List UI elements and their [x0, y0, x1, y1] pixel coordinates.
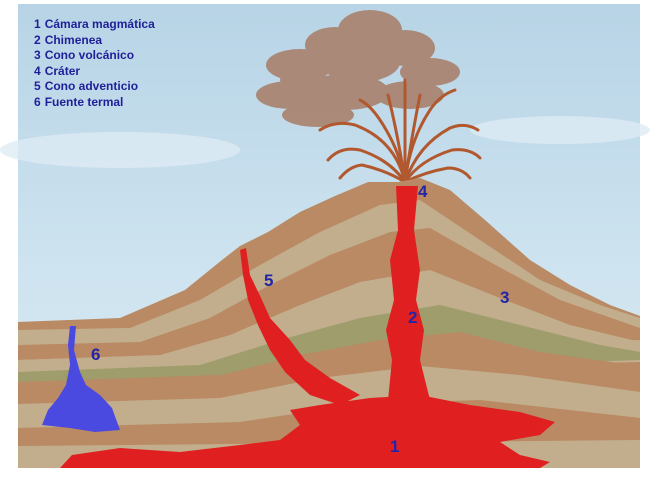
legend-number: 4 [34, 64, 41, 78]
legend-label: Cámara magmática [45, 17, 155, 31]
legend-item-1: 1 Cámara magmática [34, 17, 155, 33]
legend-number: 3 [34, 48, 41, 62]
legend-label: Chimenea [45, 33, 102, 47]
legend-label: Cráter [45, 64, 80, 78]
marker-magma-chamber: 1 [390, 438, 399, 455]
legend-number: 6 [34, 95, 41, 109]
marker-adventitious-cone: 5 [264, 272, 273, 289]
legend-number: 5 [34, 79, 41, 93]
legend-item-4: 4 Cráter [34, 64, 155, 80]
legend-item-5: 5 Cono adventicio [34, 79, 155, 95]
sky-cloud [470, 116, 650, 144]
legend-item-2: 2 Chimenea [34, 33, 155, 49]
marker-chimney: 2 [408, 309, 417, 326]
marker-volcanic-cone: 3 [500, 289, 509, 306]
legend-item-3: 3 Cono volcánico [34, 48, 155, 64]
legend-number: 2 [34, 33, 41, 47]
legend-item-6: 6 Fuente termal [34, 95, 155, 111]
legend-label: Cono volcánico [45, 48, 134, 62]
marker-crater: 4 [418, 183, 427, 200]
sky-cloud [0, 132, 240, 168]
legend-label: Cono adventicio [45, 79, 138, 93]
marker-hot-spring: 6 [91, 346, 100, 363]
legend: 1 Cámara magmática 2 Chimenea 3 Cono volcán… [34, 17, 155, 110]
legend-label: Fuente termal [45, 95, 124, 109]
legend-number: 1 [34, 17, 41, 31]
